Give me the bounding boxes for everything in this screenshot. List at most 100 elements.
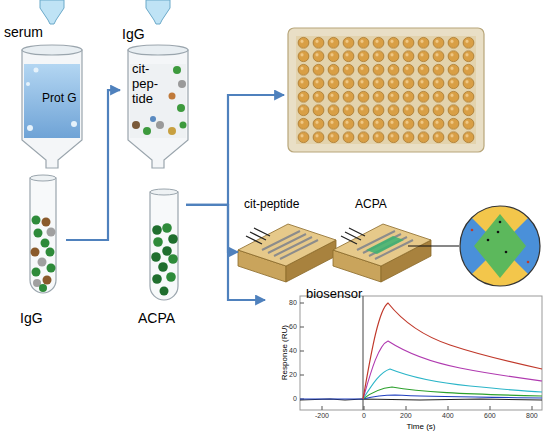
- acpa-tube-drawing-part: [153, 237, 163, 247]
- magnified-surface-part: [460, 206, 540, 286]
- leader-line: [408, 245, 459, 246]
- tick-label: 400: [442, 412, 454, 420]
- chip-drawing-part: [262, 231, 318, 259]
- peptide-column-drawing-part: [150, 116, 156, 122]
- magnified-surface: [460, 206, 540, 286]
- tick-label: 60: [289, 323, 297, 331]
- magnified-surface-part-part: [505, 251, 508, 254]
- pipette-part: [146, 0, 170, 24]
- acpa-tube-drawing-part: [168, 234, 178, 244]
- sensorgram-plot-part: [300, 395, 542, 399]
- sample-label: serum: [4, 24, 43, 40]
- sample-chip: ACPA: [333, 196, 438, 282]
- protein-g-column: serumProt G: [2, 20, 86, 170]
- resin-label: Prot G: [42, 92, 77, 106]
- chip-drawing-part: [246, 228, 270, 244]
- peptide-column-drawing-part: [180, 122, 187, 129]
- axis-title: Response (RU): [279, 325, 288, 380]
- chip-drawing-part: [357, 231, 413, 259]
- tick-label: 200: [400, 412, 412, 420]
- acpa-tube-drawing-part: [168, 254, 178, 264]
- connector-group: [66, 90, 265, 300]
- elisa-plate: [288, 28, 484, 152]
- tick-label: 0: [362, 412, 366, 420]
- acpa-tube-drawing-part: [151, 252, 161, 262]
- tube-label: ACPA: [138, 310, 175, 326]
- igg-tube-drawing-part: [47, 228, 56, 237]
- tick-label: 20: [289, 371, 297, 379]
- magnified-surface-part-part: [460, 206, 540, 286]
- peptide-column-drawing-part: [156, 121, 164, 129]
- tick-label: 80: [289, 299, 297, 307]
- axis-title: Time (s): [407, 422, 436, 431]
- magnified-surface-part-part: [527, 261, 530, 264]
- igg-tube-drawing-part: [31, 248, 40, 257]
- peptide-column-drawing-part: [132, 121, 140, 129]
- tick-label: 600: [484, 412, 496, 420]
- chip-drawing: [238, 224, 336, 282]
- acpa-tube-drawing-part: [150, 192, 178, 300]
- peptide-column-drawing-part: [169, 93, 176, 100]
- peptide-column-drawing: [128, 45, 188, 168]
- flow-arrow: [186, 205, 238, 252]
- igg-tube-drawing-part: [42, 218, 51, 227]
- igg-tube-drawing-part: [30, 175, 56, 181]
- magnified-surface-part-part: [474, 214, 526, 278]
- tick-label: 40: [289, 347, 297, 355]
- sensorgram-plot-part: [363, 369, 542, 399]
- plate-arrow: [228, 95, 284, 205]
- chip-label: cit-peptide: [244, 198, 299, 212]
- sensorgram-plot-part: [363, 387, 542, 399]
- chip-drawing: [333, 224, 431, 282]
- chip-drawing-part: [341, 228, 365, 244]
- resin-label: cit- pep- tide: [132, 62, 164, 107]
- peptide-column-drawing-part: [128, 45, 188, 55]
- protein-g-column-drawing: [22, 45, 82, 168]
- tick-label: 800: [526, 412, 538, 420]
- chip-drawing-part: [366, 236, 404, 254]
- sensorgram-plot-part: [300, 296, 542, 410]
- acpa-tube-drawing-part: [162, 246, 172, 256]
- igg-tube-drawing-part: [38, 258, 47, 267]
- acpa-tube-drawing-part: [150, 189, 178, 195]
- acpa-tube-drawing: [150, 189, 178, 300]
- igg-tube-drawing-part: [32, 268, 41, 277]
- protein-g-column-drawing-part: [34, 68, 39, 73]
- magnified-surface-part: [460, 206, 540, 286]
- tick-label: -200: [315, 412, 329, 420]
- pipette-part: [40, 0, 64, 24]
- reference-chip: cit-peptide: [238, 196, 338, 282]
- sensorgram-plot: [300, 296, 542, 410]
- magnified-surface-part-part: [497, 231, 500, 234]
- igg-tube-drawing-part: [30, 178, 56, 293]
- igg-tube-drawing-part: [47, 264, 56, 273]
- peptide-column-drawing-part: [128, 50, 188, 168]
- protein-g-column-drawing-part: [71, 121, 77, 127]
- device-label: biosensor: [306, 287, 362, 302]
- tick-label: 0: [293, 395, 297, 403]
- igg-tube-drawing-part: [32, 216, 41, 225]
- protein-g-column-drawing-part: [26, 82, 30, 86]
- igg-tube-drawing-part: [34, 229, 43, 238]
- protein-g-column-drawing-part: [22, 45, 82, 55]
- protein-g-column-drawing-part: [22, 50, 82, 168]
- acpa-tube-drawing-part: [152, 274, 162, 284]
- acpa-tube-drawing-part: [160, 287, 169, 296]
- peptide-column-drawing-part: [177, 104, 185, 112]
- acpa-tube-drawing-part: [158, 262, 168, 272]
- magnified-surface-part-part: [487, 239, 490, 242]
- igg-tube-drawing: [30, 175, 56, 293]
- peptide-column-drawing-part: [178, 80, 186, 88]
- acpa-tube-drawing-part: [162, 223, 172, 233]
- flow-arrow: [186, 205, 265, 300]
- peptide-column-drawing-part: [173, 66, 181, 74]
- acpa-tube: ACPA: [136, 186, 186, 334]
- elisa-plate-part: [296, 36, 476, 144]
- igg-tube-drawing-part: [41, 239, 50, 248]
- igg-tube-drawing-part: [46, 248, 55, 257]
- chip-label: ACPA: [355, 198, 387, 212]
- igg-tube: IgG: [14, 172, 66, 332]
- input-label: IgG: [122, 26, 145, 42]
